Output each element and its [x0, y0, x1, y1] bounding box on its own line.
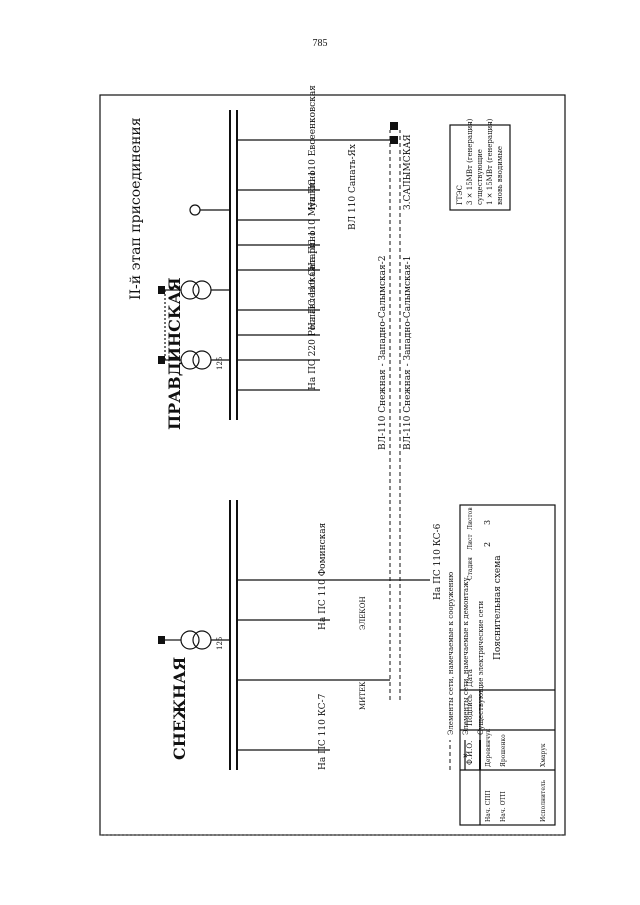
- svg-text:Дата: Дата: [466, 669, 474, 687]
- line-feeders-pravdinskaya: [237, 139, 360, 391]
- svg-text:существующие: существующие: [476, 149, 484, 205]
- equipment-elekon: ЭЛЕКОН: [359, 596, 367, 630]
- transformer-rating-right: 125: [216, 357, 224, 370]
- svg-text:3 × 15МВт (генерация): 3 × 15МВт (генерация): [466, 118, 474, 205]
- line-fominskaya: На ПС 110 Фоминская: [318, 522, 328, 630]
- equipment-mitek: МИТЕК: [359, 681, 367, 710]
- line-kc7: На ПС 110 КС-7: [318, 693, 328, 770]
- line-evseenkovskaya: На ПС 110 Евсеенковская: [308, 85, 318, 210]
- svg-text:Нач. СПП: Нач. СПП: [485, 790, 492, 822]
- svg-text:Ярошенко: Ярошенко: [500, 734, 507, 767]
- svg-text:Пояснительная схема: Пояснительная схема: [493, 555, 503, 660]
- svg-text:Лист: Лист: [467, 534, 474, 550]
- svg-text:Листов: Листов: [467, 507, 474, 530]
- svg-text:Исполнитель: Исполнитель: [540, 779, 547, 822]
- gtes-note: ГТЭС 3 × 15МВт (генерация) существующие …: [449, 118, 511, 211]
- svg-text:Элементы сети, намечаемые к со: Элементы сети, намечаемые к сооружению: [447, 572, 455, 735]
- line-mushkino: На ПС 110 Мушкино: [308, 170, 318, 270]
- z-salymskaya-label: З.САЛЫМСКАЯ: [403, 134, 413, 210]
- drawing-title: II-й этап присоединения: [128, 117, 144, 300]
- transformer-rating: 125: [216, 637, 224, 650]
- grounding-reactor: [189, 204, 230, 216]
- svg-text:Стадия: Стадия: [467, 557, 474, 580]
- svg-text:Существующие электрические сет: Существующие электрические сети: [477, 600, 485, 735]
- svg-text:2: 2: [483, 542, 492, 547]
- svg-text:Подпись: Подпись: [466, 694, 474, 726]
- transformer-1: [158, 350, 230, 370]
- line-kc6: На ПС 110 КС-6: [433, 523, 443, 600]
- svg-text:Ф.И.О.: Ф.И.О.: [466, 741, 474, 765]
- svg-text:Элементы сети, намечаемые к де: Элементы сети, намечаемые к демонтажу: [462, 576, 470, 735]
- svg-text:×: ×: [461, 753, 470, 758]
- svg-text:Деревянчук: Деревянчук: [485, 729, 492, 767]
- svg-text:3: 3: [483, 520, 492, 525]
- svg-text:ГТЭС: ГТЭС: [456, 185, 464, 205]
- svg-text:1 × 15МВт (генерация): 1 × 15МВт (генерация): [486, 118, 494, 205]
- line-roslavlevskaya: На ПС 220 Рославлевская: [308, 265, 318, 390]
- line-vl-sz1: ВЛ-110 Снежная - Западно-Салымская-1: [403, 256, 413, 450]
- page-number: 785: [312, 38, 328, 49]
- line-feeders-snezhnaya: [237, 579, 360, 751]
- line-sanatyakh: ВЛ 110 Сапать-Ях: [348, 144, 358, 230]
- transformer-snezhnaya: [158, 630, 230, 650]
- line-vl-sz2: ВЛ-110 Снежная - Западно-Салымская-2: [378, 256, 388, 450]
- transformer-2: [158, 280, 230, 300]
- title-block: Ф.И.О. Подпись Дата Нач. СПП Деревянчук …: [459, 504, 556, 826]
- line-satarino: На ПС 110 Сатарино: [308, 231, 318, 330]
- svg-text:вновь вводимые: вновь вводимые: [496, 146, 504, 205]
- svg-text:Нач. ОТП: Нач. ОТП: [500, 791, 507, 822]
- pravdinskaya-label: ПРАВДИНСКАЯ: [165, 277, 184, 430]
- snezhnaya-label: СНЕЖНАЯ: [170, 657, 189, 760]
- svg-text:Хмарук: Хмарук: [540, 743, 547, 767]
